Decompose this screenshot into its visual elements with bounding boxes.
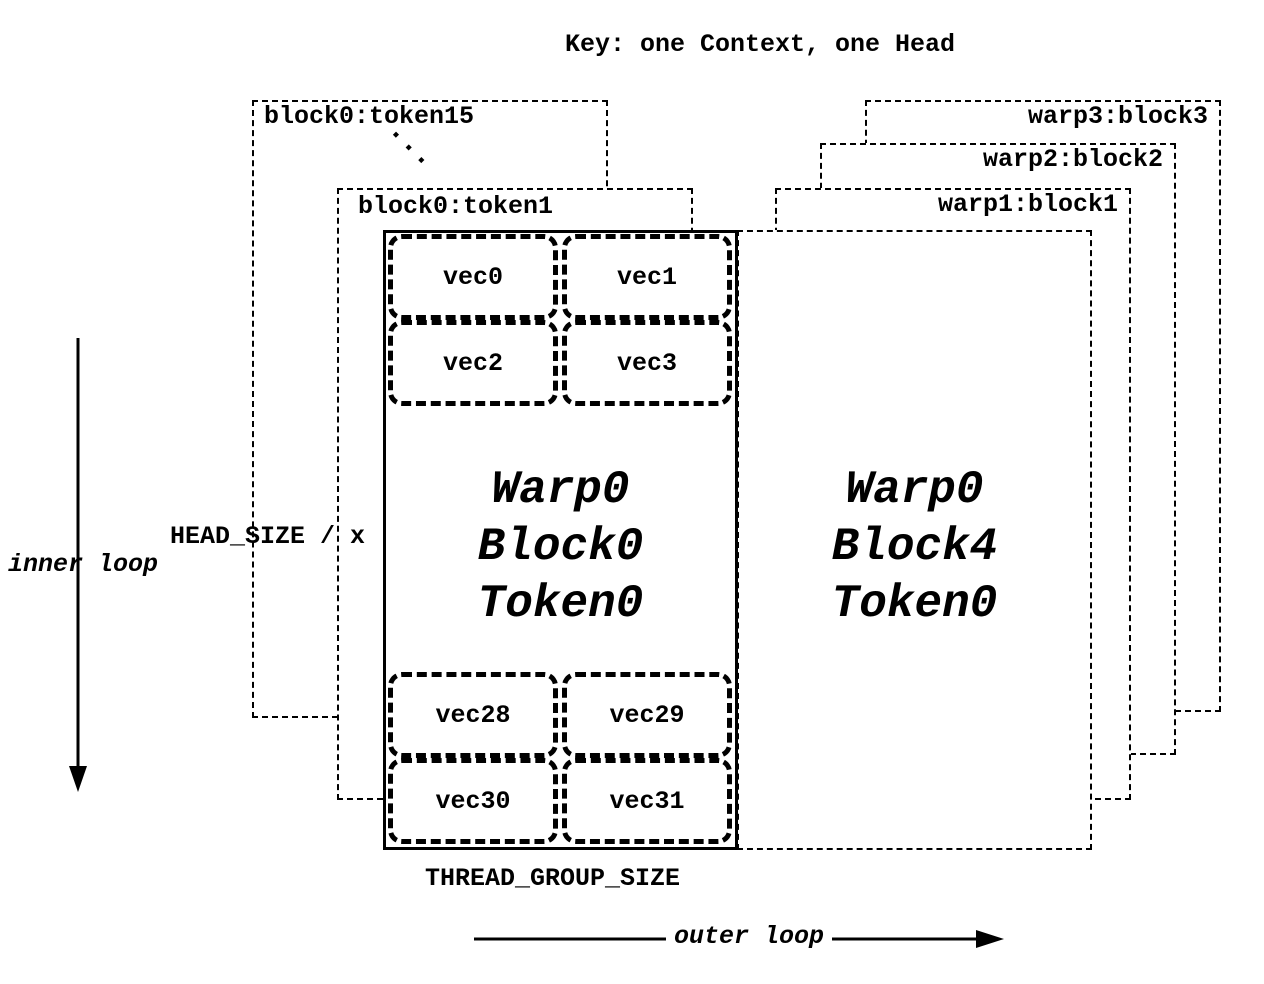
vec-cell-vec2: vec2: [388, 320, 558, 406]
inner-loop-label: inner loop: [8, 550, 159, 579]
vec-cell-vec0: vec0: [388, 234, 558, 320]
warp2-block2-label: warp2:block2: [982, 145, 1163, 174]
block0-line-warp: Warp0: [491, 464, 630, 516]
vec-cell-vec3: vec3: [562, 320, 732, 406]
warp3-block3-label: warp3:block3: [1027, 102, 1208, 131]
vec-cell-vec28: vec28: [388, 672, 558, 758]
vec30-label: vec30: [435, 786, 511, 816]
block0-token1-label: block0:token1: [358, 192, 554, 221]
warp0-block4-title: Warp0 Block4 Token0: [739, 462, 1090, 633]
block0-line-block: Block0: [477, 521, 644, 573]
warp0-block0-title: Warp0 Block0 Token0: [386, 462, 735, 633]
outer-loop-label: outer loop: [666, 924, 833, 950]
vec1-label: vec1: [616, 262, 677, 292]
inner-loop-arrow: [69, 338, 87, 792]
warp0-block0-box: vec0 vec1 vec2 vec3 Warp0 Block0 Token0 …: [383, 230, 738, 850]
vec3-label: vec3: [616, 348, 677, 378]
vec29-label: vec29: [609, 700, 685, 730]
warp0-block4-box: Warp0 Block4 Token0: [737, 230, 1092, 850]
vec-cell-vec29: vec29: [562, 672, 732, 758]
warp1-block1-label: warp1:block1: [937, 190, 1118, 219]
vec31-label: vec31: [609, 786, 685, 816]
vec0-label: vec0: [442, 262, 503, 292]
thread-group-size-label: THREAD_GROUP_SIZE: [425, 864, 681, 893]
block4-line-block: Block4: [831, 521, 998, 573]
block0-token15-label: block0:token15: [264, 102, 475, 131]
vec-cell-vec31: vec31: [562, 758, 732, 844]
vec-cell-vec1: vec1: [562, 234, 732, 320]
block4-line-warp: Warp0: [845, 464, 984, 516]
diagram-title: Key: one Context, one Head: [565, 30, 956, 59]
block0-line-token: Token0: [477, 578, 644, 630]
vec2-label: vec2: [442, 348, 503, 378]
block4-line-token: Token0: [831, 578, 998, 630]
vec28-label: vec28: [435, 700, 511, 730]
head-size-label: HEAD_SIZE / x: [170, 522, 366, 551]
vec-cell-vec30: vec30: [388, 758, 558, 844]
